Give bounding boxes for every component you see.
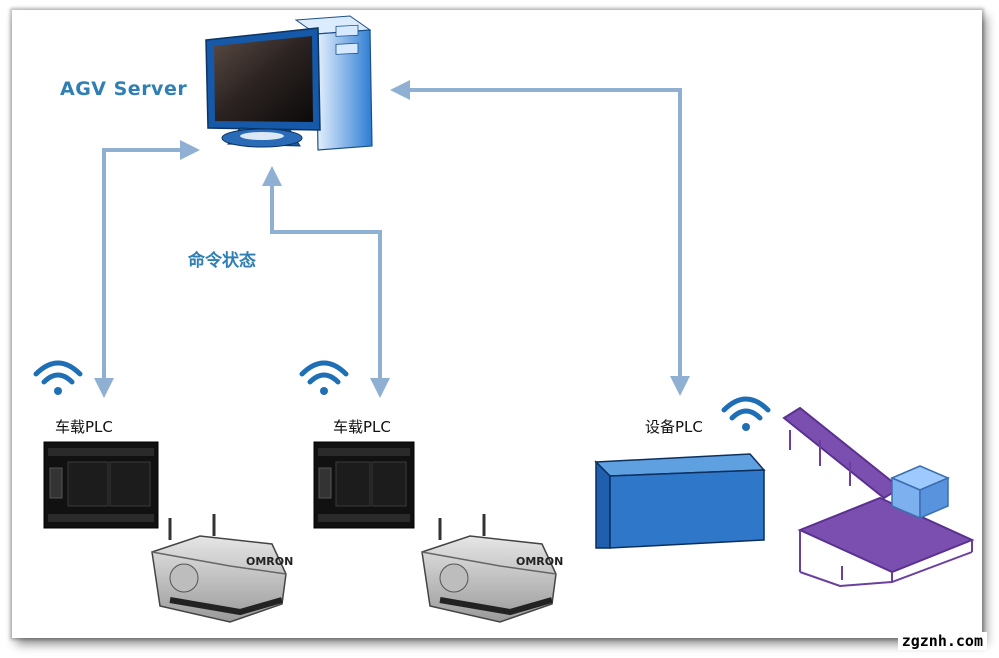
server-label: AGV Server bbox=[60, 78, 188, 100]
connection-arrows bbox=[94, 80, 690, 398]
plc-label-2: 车载PLC bbox=[333, 418, 391, 436]
arrow-server-plc3 bbox=[390, 80, 690, 396]
robot-brand-text: OMRON bbox=[246, 555, 293, 568]
robot-brand-text: OMRON bbox=[516, 555, 563, 568]
agv-robot-2: OMRON bbox=[421, 514, 563, 623]
agv-robot-1: OMRON bbox=[151, 514, 293, 623]
watermark: zgznh.com bbox=[897, 632, 987, 650]
plc-unit-2 bbox=[313, 441, 415, 529]
plc-unit-1 bbox=[43, 441, 159, 529]
equipment-box bbox=[594, 453, 766, 549]
wifi-icon-1 bbox=[33, 360, 83, 395]
wifi-icon-3 bbox=[721, 396, 771, 431]
wifi-icon-2 bbox=[299, 360, 349, 395]
plc-label-3: 设备PLC bbox=[645, 418, 703, 436]
plc-label-1: 车载PLC bbox=[55, 418, 113, 436]
arrow-server-plc2 bbox=[262, 166, 390, 398]
arrow-server-plc1 bbox=[94, 140, 200, 398]
server-computer-icon bbox=[205, 15, 373, 151]
conveyor-structure bbox=[782, 406, 975, 588]
command-status-label: 命令状态 bbox=[188, 251, 256, 271]
